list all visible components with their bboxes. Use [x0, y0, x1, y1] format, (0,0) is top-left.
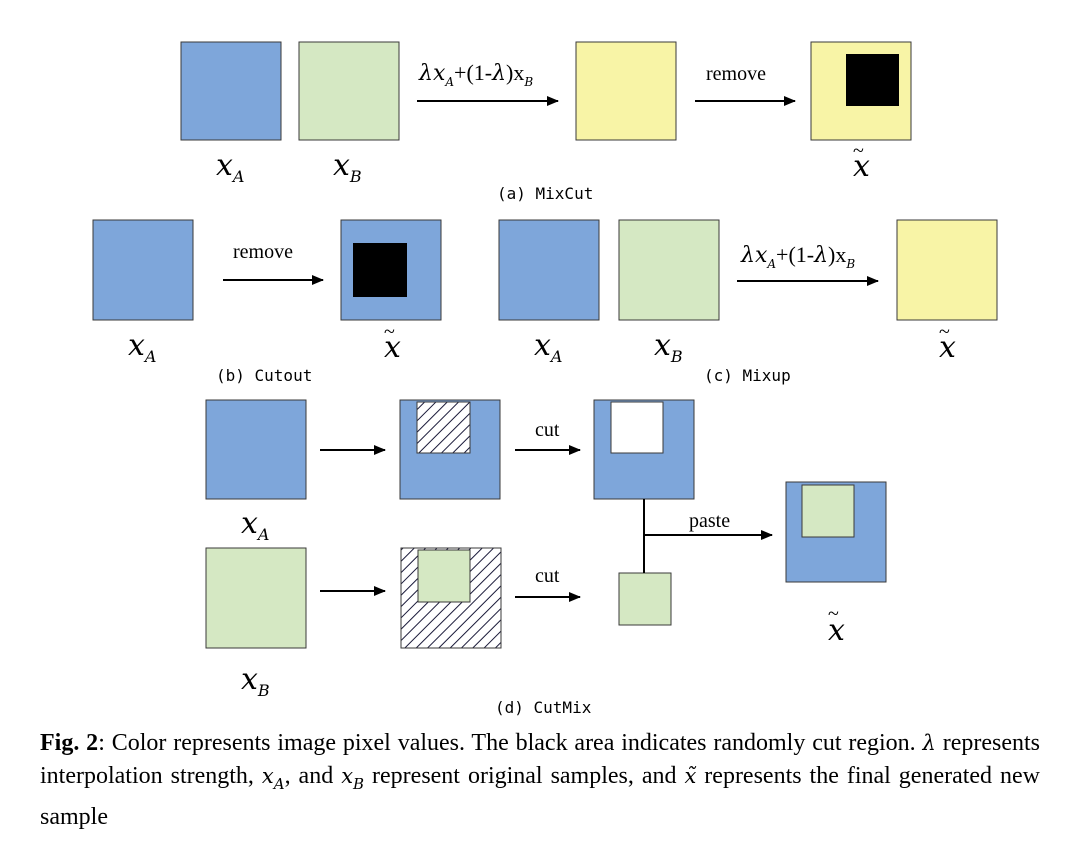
- green-patch: [417, 549, 471, 603]
- caption-xa-sub: A: [273, 774, 285, 793]
- tilde-mark: ~: [853, 140, 864, 162]
- caption-xb-sub: B: [353, 774, 365, 793]
- label-remove: remove: [706, 63, 766, 85]
- square-result-yellow: [896, 219, 998, 321]
- green-patch-cut: [618, 572, 672, 626]
- label-xa: xA: [128, 328, 156, 366]
- label-x-tilde: x: [853, 149, 870, 184]
- label-paste: paste: [689, 510, 730, 532]
- square-mixed-yellow: [575, 41, 677, 141]
- caption-text-5: represents the final generated new sampl…: [40, 763, 1041, 830]
- label-x-tilde: x: [384, 330, 401, 365]
- label-x-tilde: x: [828, 613, 845, 648]
- caption-text-4: represent original samples, and: [364, 763, 685, 789]
- square-xb-green: [618, 219, 720, 321]
- panel-cutout: xA remove x ~ (b) Cutout: [92, 219, 442, 385]
- figure-label: Fig. 2: [40, 730, 99, 756]
- panel-cutmix: xA cut xB cut paste x ~ (d) CutMix: [205, 399, 887, 717]
- label-x-tilde: x: [939, 330, 956, 365]
- caption-colon: :: [98, 730, 105, 756]
- label-xb: xB: [333, 148, 362, 186]
- label-xa: xA: [241, 506, 269, 544]
- cut-region-black: [353, 243, 407, 297]
- label-cut: cut: [535, 565, 560, 587]
- square-xa-blue: [205, 399, 307, 500]
- caption-text-3: , and: [284, 763, 342, 789]
- hatched-region: [416, 401, 471, 454]
- white-hole: [610, 401, 664, 454]
- tilde-mark: ~: [939, 321, 950, 343]
- panel-mixcut: xA xB λxA+(1-λ)xB remove x ~ (a) MixCut: [180, 41, 912, 203]
- label-xb: xB: [654, 328, 683, 366]
- formula-mixcut: λxA+(1-λ)xB: [418, 60, 533, 89]
- square-xb-green: [205, 547, 307, 649]
- tilde-mark: ~: [828, 603, 839, 625]
- caption-b: (b) Cutout: [216, 366, 312, 385]
- formula-mixup: λxA+(1-λ)xB: [740, 242, 855, 271]
- caption-lambda: λ: [922, 731, 936, 755]
- square-xb-green: [298, 41, 400, 141]
- caption-xa: x: [261, 764, 274, 788]
- square-xa-blue: [180, 41, 282, 141]
- label-xa: xA: [216, 148, 244, 186]
- caption-d: (d) CutMix: [495, 698, 592, 717]
- figure-caption: Fig. 2: Color represents image pixel val…: [40, 727, 1040, 834]
- label-xa: xA: [534, 328, 562, 366]
- panel-mixup: xA xB λxA+(1-λ)xB x ~ (c) Mixup: [498, 219, 998, 385]
- caption-x-tilde: x̃: [684, 764, 697, 788]
- caption-a: (a) MixCut: [497, 184, 593, 203]
- square-xa-blue: [92, 219, 194, 321]
- caption-c: (c) Mixup: [704, 366, 791, 385]
- pasted-green-patch: [801, 484, 855, 538]
- caption-text-2: represents interpolation strength,: [40, 730, 1040, 789]
- tilde-mark: ~: [384, 321, 395, 343]
- caption-xb: x: [341, 764, 354, 788]
- caption-text-1: Color represents image pixel values. The…: [104, 730, 923, 756]
- cut-region-black: [846, 54, 899, 106]
- square-xa-blue: [498, 219, 600, 321]
- label-remove: remove: [233, 241, 293, 263]
- label-xb: xB: [241, 662, 270, 700]
- figure-diagram: xA xB λxA+(1-λ)xB remove x ~ (a) MixCut …: [92, 41, 998, 717]
- label-cut: cut: [535, 419, 560, 441]
